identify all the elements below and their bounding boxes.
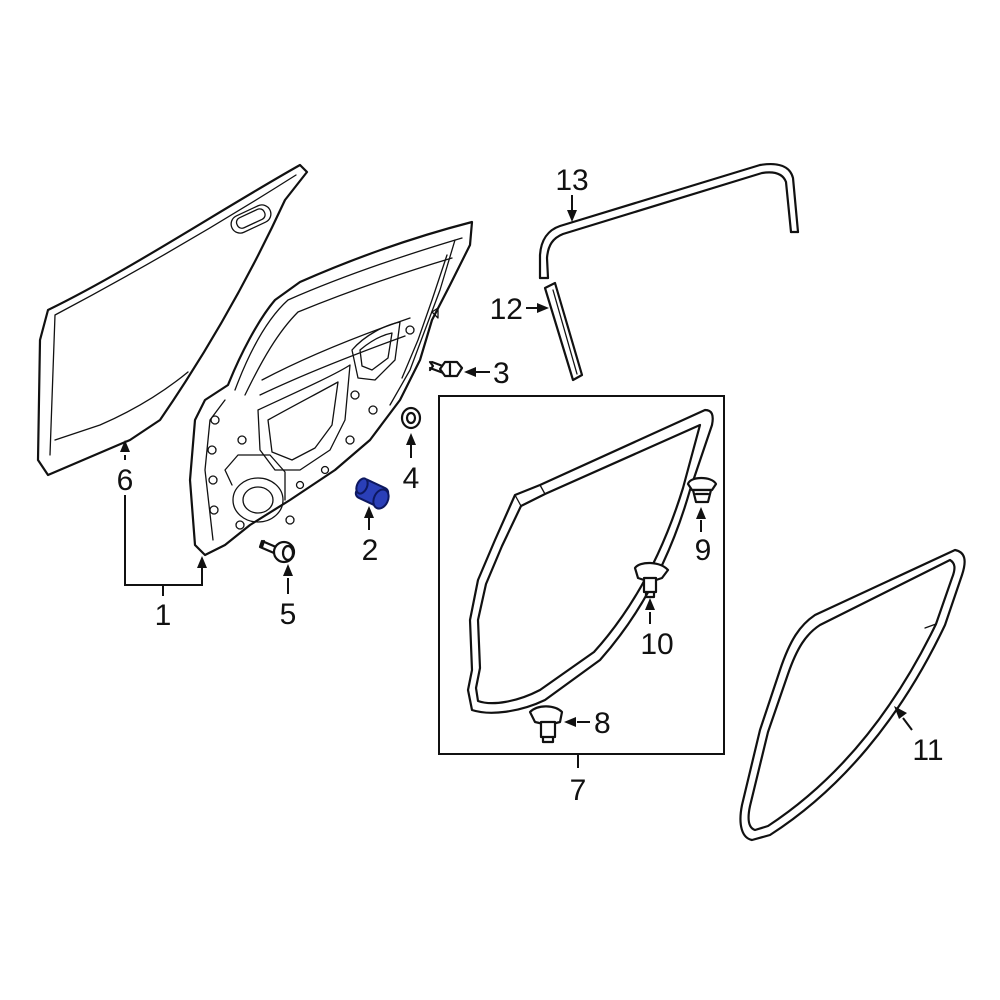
callout-12: 12 (490, 293, 523, 326)
callout-2: 2 (362, 534, 379, 567)
callout-1: 1 (155, 599, 172, 632)
part-4-nut[interactable] (400, 406, 422, 430)
callout-4: 4 (403, 462, 420, 495)
part-13-upper-weatherstrip[interactable] (538, 162, 800, 280)
part-7-group-box (438, 395, 725, 755)
part-6-outer-panel[interactable] (36, 163, 309, 477)
part-8-clip[interactable] (528, 705, 564, 744)
part-5-screw[interactable] (258, 539, 296, 564)
callout-13: 13 (555, 164, 588, 197)
callout-9: 9 (695, 534, 712, 567)
part-9-grommet[interactable] (686, 476, 718, 504)
part-3-bolt[interactable] (428, 360, 464, 378)
part-2-highlighted[interactable] (354, 477, 391, 511)
callout-10: 10 (640, 628, 673, 661)
callout-5: 5 (280, 598, 297, 631)
part-1-door-frame[interactable] (188, 220, 474, 557)
callout-7: 7 (570, 774, 587, 807)
callout-8: 8 (594, 707, 611, 740)
part-10-clip[interactable] (633, 561, 670, 599)
callout-11: 11 (912, 734, 943, 767)
callout-labels: 6 1 5 2 4 3 12 13 9 10 8 7 11 (117, 164, 944, 807)
part-11-glass-run[interactable] (739, 548, 966, 842)
part-12-vertical-strip[interactable] (543, 281, 584, 382)
part-7-door-seal[interactable] (466, 408, 714, 714)
leaders (120, 195, 913, 768)
callout-3: 3 (493, 357, 510, 390)
callout-6: 6 (117, 464, 134, 497)
